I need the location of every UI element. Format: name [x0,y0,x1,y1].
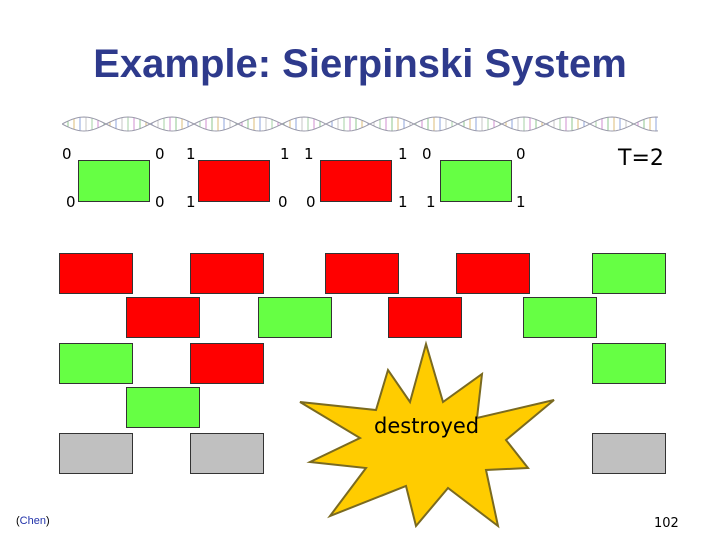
grid-row1-tile1 [59,253,133,294]
grid-row2-tile2 [258,297,332,338]
grid-row3-tile4 [592,343,666,384]
tile-4-top-left: 0 [422,145,432,163]
grid-row1-tile5 [592,253,666,294]
tile-3-top-left: 1 [304,145,314,163]
grid-row1-tile2 [190,253,264,294]
seed-tile-1 [78,160,150,202]
tile-4-bottom-right: 1 [516,193,526,211]
tile-4-bottom-left: 1 [426,193,436,211]
grid-row4-tile1 [126,387,200,428]
dna-strand-icon [62,116,658,132]
explosion-burst-icon [299,340,555,529]
seed-tile-2 [198,160,270,202]
tile-2-top-right: 1 [280,145,290,163]
tile-4-top-right: 0 [516,145,526,163]
tile-2-bottom-left: 1 [186,193,196,211]
tile-2-bottom-right: 0 [278,193,288,211]
tile-1-top-right: 0 [155,145,165,163]
tile-1-bottom-right: 0 [155,193,165,211]
grid-row1-tile3 [325,253,399,294]
credit-note: (Chen) [16,515,50,527]
grid-row2-tile1 [126,297,200,338]
tile-3-top-right: 1 [398,145,408,163]
tile-2-top-left: 1 [186,145,196,163]
grid-row5-tile2 [190,433,264,474]
grid-row2-tile3 [388,297,462,338]
page-title: Example: Sierpinski System [93,42,627,86]
tile-3-bottom-left: 0 [306,193,316,211]
page-number: 102 [654,516,679,531]
grid-row1-tile4 [456,253,530,294]
grid-row5-tile4 [592,433,666,474]
time-step-label: T=2 [618,146,664,171]
destroyed-label: destroyed [374,414,480,438]
grid-row2-tile4 [523,297,597,338]
tile-1-top-left: 0 [62,145,72,163]
grid-row5-tile1 [59,433,133,474]
tile-3-bottom-right: 1 [398,193,408,211]
credit-name: Chen [19,515,46,527]
seed-tile-3 [320,160,392,202]
grid-row3-tile2 [190,343,264,384]
seed-tile-4 [440,160,512,202]
tile-1-bottom-left: 0 [66,193,76,211]
grid-row3-tile1 [59,343,133,384]
